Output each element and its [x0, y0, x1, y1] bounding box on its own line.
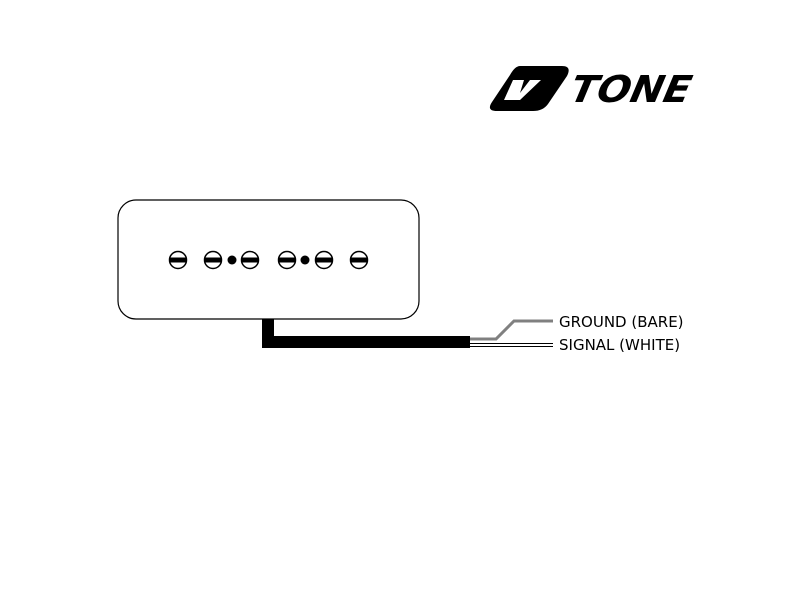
pole-slot — [315, 257, 333, 263]
signal-wire-label: SIGNAL (WHITE) — [559, 336, 680, 354]
pole-pieces — [168, 250, 369, 270]
mounting-dot — [300, 255, 310, 265]
pole-slot — [350, 257, 368, 263]
ground-wire-label: GROUND (BARE) — [559, 313, 684, 331]
ground-wire — [470, 319, 553, 341]
pickup-cover — [117, 199, 420, 320]
pole-slot — [169, 257, 187, 263]
pole-slot — [241, 257, 259, 263]
shielded-cable — [262, 319, 470, 348]
pole-slot — [204, 257, 222, 263]
logo-v-mark — [489, 66, 569, 111]
logo-text: TONE — [566, 67, 696, 111]
mounting-dot — [227, 255, 237, 265]
vtone-logo: TONE — [489, 66, 696, 111]
pole-slot — [278, 257, 296, 263]
